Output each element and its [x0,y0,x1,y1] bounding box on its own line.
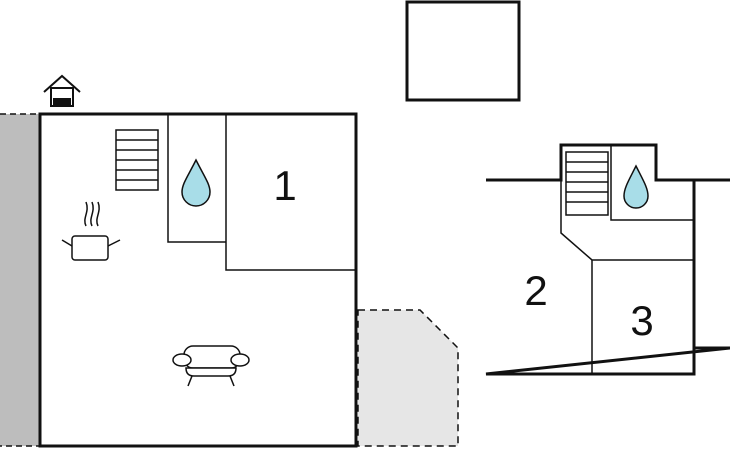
stairs-icon [565,151,609,216]
room-1-walls [225,114,356,271]
upper-bathroom-walls [610,145,694,221]
upper-floor-outline [485,143,730,376]
stairs-icon [115,129,159,191]
terrace [357,309,459,447]
separate-structure [405,0,521,102]
upper-stairs-walls [560,180,694,261]
entrance-icon [43,74,81,107]
side-strip [0,113,41,447]
room-2-label: 2 [524,267,547,314]
room-1-label: 1 [273,162,296,209]
bathroom-icon [181,158,211,207]
kitchen-icon [61,201,121,261]
room-3-label: 3 [630,297,653,344]
ground-floor-outline [38,112,358,448]
living-room-sofa-icon [172,345,250,387]
ground-bathroom-walls [167,114,226,243]
bathroom-icon [623,164,649,209]
